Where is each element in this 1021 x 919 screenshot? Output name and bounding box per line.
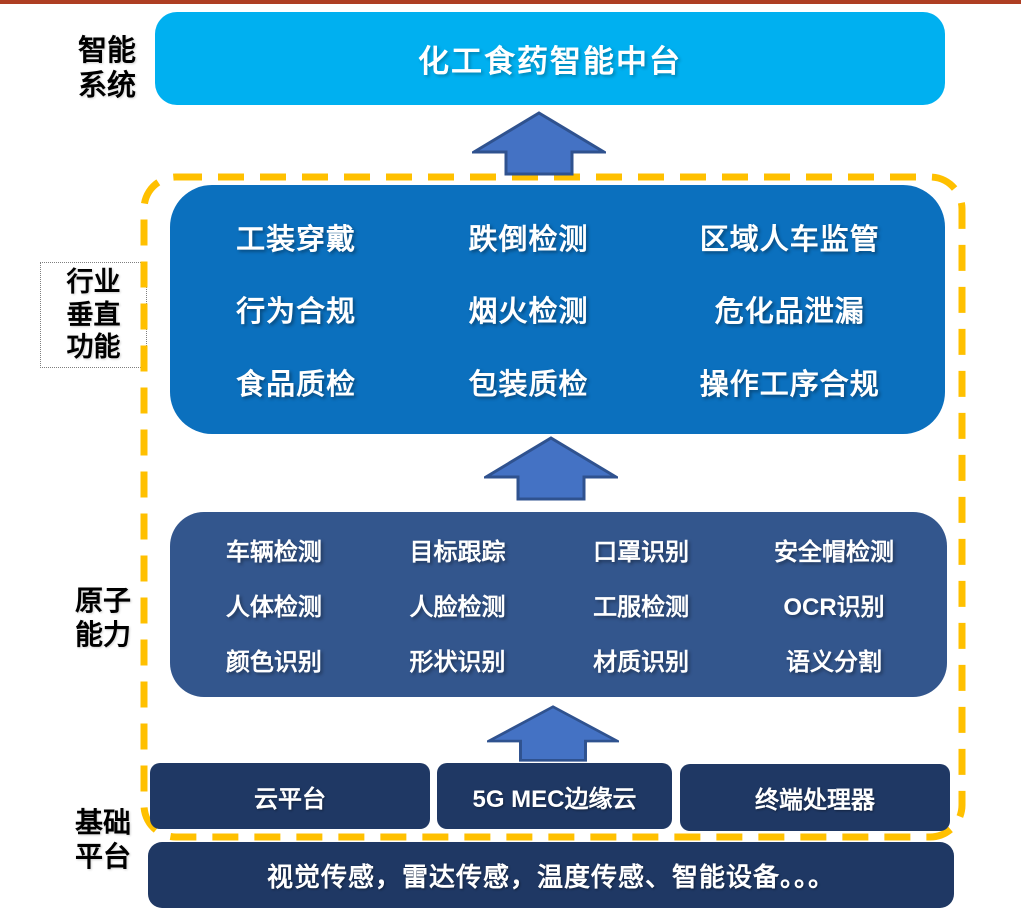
layer-label-line: 功能: [66, 332, 121, 363]
layer-label-intelligent-system: 智能 系统: [52, 34, 162, 105]
up-arrow-icon: [480, 436, 622, 502]
platform-box-label: 5G MEC边缘云: [472, 785, 637, 813]
atomic-capability-item: 形状识别: [409, 649, 506, 676]
platform-box-label: 终端处理器: [755, 787, 875, 814]
platform-box-terminal: 终端处理器: [680, 764, 950, 831]
atomic-capability-item: 口罩识别: [593, 539, 690, 566]
atomic-capability-item: 材质识别: [593, 649, 690, 676]
atomic-capability-item: 安全帽检测: [773, 539, 894, 566]
vertical-function-item: 工装穿戴: [236, 224, 357, 257]
layer-label-atomic-capability: 原子 能力: [48, 584, 158, 652]
middle-platform-title: 化工食药智能中台: [418, 44, 682, 79]
layer-label-line: 智能: [77, 35, 136, 67]
vertical-function-item: 包装质检: [468, 368, 589, 401]
atomic-capability-item: 工服检测: [593, 594, 690, 621]
atomic-capability-item: 车辆检测: [225, 539, 322, 566]
vertical-function-item: 操作工序合规: [699, 368, 880, 401]
sensors-text: 视觉传感，雷达传感，温度传感、智能设备。。。: [266, 861, 835, 892]
atomic-capability-item: 人体检测: [225, 594, 322, 621]
atomic-capabilities-box: 车辆检测 目标跟踪 口罩识别 安全帽检测 人体检测 人脸检测 工服检测 OCR识…: [170, 512, 947, 697]
up-arrow-icon: [483, 705, 623, 763]
atomic-capability-item: OCR识别: [783, 594, 885, 621]
vertical-function-item: 区域人车监管: [699, 224, 880, 257]
vertical-function-item: 烟火检测: [468, 296, 589, 329]
layer-label-base-platform: 基础 平台: [48, 806, 158, 874]
layer-label-vertical-functions: 行业 垂直 功能: [40, 262, 147, 368]
vertical-functions-box: 工装穿戴 跌倒检测 区域人车监管 行为合规 烟火检测 危化品泄漏 食品质检 包装…: [170, 185, 945, 434]
platform-box-cloud: 云平台: [150, 763, 430, 829]
vertical-function-item: 危化品泄漏: [714, 296, 865, 329]
vertical-function-item: 食品质检: [236, 368, 357, 401]
platform-box-5g-mec: 5G MEC边缘云: [437, 763, 672, 829]
middle-platform-box: 化工食药智能中台: [155, 12, 945, 105]
layer-label-line: 能力: [74, 619, 131, 651]
layer-label-line: 系统: [77, 70, 136, 103]
atomic-capability-item: 人脸检测: [409, 594, 506, 621]
layer-label-line: 原子: [74, 585, 131, 616]
layer-label-line: 垂直: [66, 299, 121, 330]
vertical-function-item: 跌倒检测: [468, 224, 589, 257]
sensors-strip: 视觉传感，雷达传感，温度传感、智能设备。。。: [148, 842, 954, 908]
platform-box-label: 云平台: [254, 785, 326, 813]
atomic-capability-item: 语义分割: [785, 649, 882, 676]
dashed-boundary: [139, 172, 967, 842]
up-arrow-icon: [468, 111, 610, 177]
top-accent-strip: [0, 0, 1021, 4]
vertical-function-item: 行为合规: [236, 296, 357, 329]
layer-label-line: 行业: [66, 266, 121, 297]
layer-label-line: 基础: [74, 807, 131, 838]
atomic-capability-item: 颜色识别: [225, 649, 322, 676]
layer-label-line: 平台: [74, 841, 131, 873]
atomic-capability-item: 目标跟踪: [409, 539, 506, 566]
